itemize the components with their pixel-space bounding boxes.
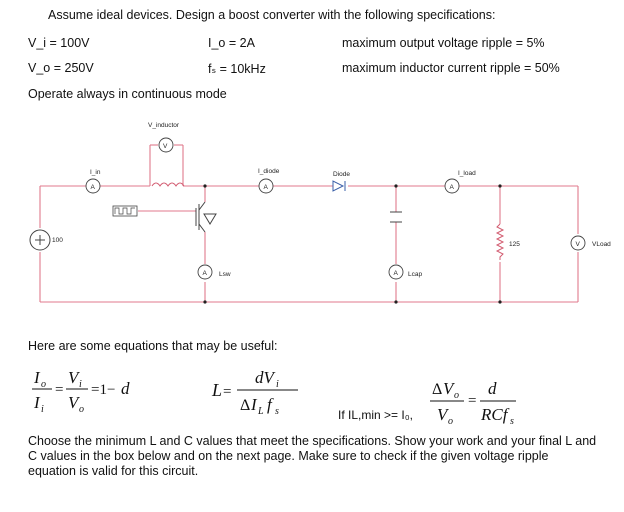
svg-text:I: I bbox=[33, 368, 41, 387]
svg-text:f: f bbox=[267, 395, 274, 414]
svg-text:i: i bbox=[79, 379, 82, 390]
vload-label: VLoad bbox=[592, 241, 611, 248]
svg-text:dV: dV bbox=[255, 368, 277, 387]
svg-text:V: V bbox=[443, 379, 456, 398]
svg-text:d: d bbox=[488, 379, 497, 398]
spec-output-current: I_o = 2A bbox=[208, 36, 255, 50]
voltmeter-symbol: V bbox=[163, 143, 168, 150]
input-ammeter-symbol: A bbox=[91, 184, 96, 191]
load-ammeter-symbol: A bbox=[450, 184, 455, 191]
lcap-label: Lcap bbox=[408, 271, 422, 278]
svg-text:I: I bbox=[33, 393, 41, 412]
i-in-label: I_in bbox=[90, 169, 101, 176]
diode-ammeter-icon bbox=[258, 178, 274, 194]
diode-label: Diode bbox=[333, 171, 350, 178]
svg-text:=1−: =1− bbox=[91, 382, 115, 398]
diode-ammeter-symbol: A bbox=[264, 184, 269, 191]
capacitor-icon bbox=[390, 211, 402, 223]
ripple-condition: If IL,min >= I₀, bbox=[338, 408, 414, 422]
svg-text:V: V bbox=[68, 393, 81, 412]
load-resistor-icon bbox=[495, 223, 505, 260]
switch-ammeter-symbol: A bbox=[203, 270, 208, 277]
svg-text:d: d bbox=[121, 379, 130, 398]
svg-text:=: = bbox=[468, 393, 476, 409]
pwm-gate-signal-icon bbox=[112, 205, 138, 217]
svg-text:i: i bbox=[276, 379, 279, 390]
spec-voltage-ripple: maximum output voltage ripple = 5% bbox=[342, 36, 545, 50]
svg-text:L: L bbox=[257, 406, 264, 417]
svg-text:=: = bbox=[223, 384, 231, 400]
svg-text:V: V bbox=[437, 405, 450, 424]
svg-text:RCf: RCf bbox=[480, 405, 510, 424]
load-ammeter-icon bbox=[444, 178, 460, 194]
svg-text:Δ: Δ bbox=[432, 381, 442, 398]
switch-igbt-icon bbox=[195, 201, 217, 233]
v-inductor-label: V_inductor bbox=[148, 122, 180, 129]
load-value-label: 125 bbox=[509, 241, 520, 248]
switch-ammeter-icon bbox=[197, 264, 213, 280]
svg-text:s: s bbox=[275, 406, 279, 417]
equations-intro: Here are some equations that may be usef… bbox=[28, 339, 278, 353]
spec-switching-frequency: fₛ = 10kHz bbox=[208, 62, 266, 76]
problem-title: Assume ideal devices. Design a boost con… bbox=[48, 8, 496, 22]
spec-output-voltage: V_o = 250V bbox=[28, 61, 94, 75]
load-voltmeter-symbol: V bbox=[576, 241, 581, 248]
spec-current-ripple: maximum inductor current ripple = 50% bbox=[342, 61, 560, 75]
inductor-voltmeter-icon bbox=[158, 137, 174, 153]
lsw-label: Lsw bbox=[219, 271, 231, 278]
capacitor-ammeter-icon bbox=[388, 264, 404, 280]
svg-text:o: o bbox=[41, 379, 46, 390]
svg-text:s: s bbox=[510, 416, 514, 427]
svg-text:o: o bbox=[448, 416, 453, 427]
diode-icon bbox=[332, 180, 346, 192]
i-load-label: I_load bbox=[458, 170, 476, 177]
load-voltmeter-icon bbox=[570, 235, 586, 251]
i-diode-label: I_diode bbox=[258, 168, 280, 175]
inductor-icon bbox=[151, 182, 185, 187]
circuit-nodes bbox=[203, 184, 502, 304]
operating-mode: Operate always in continuous mode bbox=[28, 87, 227, 101]
svg-text:o: o bbox=[79, 404, 84, 415]
circuit-wires bbox=[39, 144, 579, 303]
instructions-paragraph: Choose the minimum L and C values that m… bbox=[28, 434, 597, 478]
source-value-label: 100 bbox=[52, 237, 63, 244]
svg-text:Δ: Δ bbox=[240, 397, 250, 414]
svg-text:I: I bbox=[250, 395, 258, 414]
svg-text:L: L bbox=[211, 380, 222, 400]
capacitor-ammeter-symbol: A bbox=[394, 270, 399, 277]
svg-text:o: o bbox=[454, 390, 459, 401]
input-ammeter-icon bbox=[85, 178, 101, 194]
spec-input-voltage: V_i = 100V bbox=[28, 36, 90, 50]
input-voltage-source-icon bbox=[29, 229, 51, 251]
svg-text:V: V bbox=[68, 368, 81, 387]
svg-text:i: i bbox=[41, 404, 44, 415]
svg-text:=: = bbox=[55, 382, 63, 398]
